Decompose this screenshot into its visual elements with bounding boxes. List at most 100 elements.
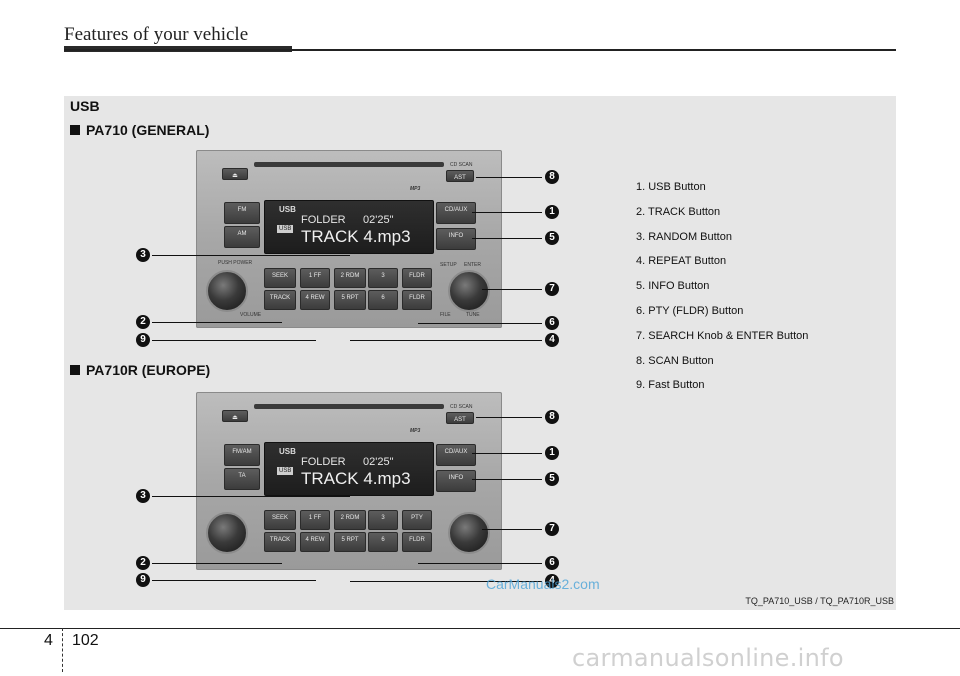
leader-line-3 <box>152 255 350 256</box>
preset-6-button[interactable]: 6 <box>368 532 398 552</box>
preset-3-button[interactable]: 3 <box>368 268 398 288</box>
info-button[interactable]: INFO <box>436 470 476 492</box>
section-title: USB <box>70 98 100 114</box>
eject-button[interactable]: ⏏ <box>222 168 248 180</box>
leader-line-7 <box>482 289 542 290</box>
preset-6-button[interactable]: 6 <box>368 290 398 310</box>
ast-button[interactable]: AST <box>446 170 474 182</box>
search-knob[interactable] <box>448 512 490 554</box>
seek-button[interactable]: SEEK <box>264 268 296 288</box>
mp3-label: MP3 <box>410 186 421 192</box>
bullet-square-icon <box>70 365 80 375</box>
watermark: CarManuals2.com <box>486 576 600 592</box>
leader-line-7 <box>482 529 542 530</box>
radio-unit-general: ⏏ CD SCAN AST MP3 FM AM USB USB FOLDER 0… <box>196 150 502 328</box>
callout-3: 3 <box>136 248 150 262</box>
callout-5: 5 <box>545 231 559 245</box>
ta-button[interactable]: TA <box>224 468 260 490</box>
rew-button[interactable]: 4 REW <box>300 290 330 310</box>
leader-line-2 <box>152 563 282 564</box>
leader-line-2 <box>152 322 282 323</box>
fldr-up-button[interactable]: FLDR <box>402 268 432 288</box>
rew-button[interactable]: 4 REW <box>300 532 330 552</box>
leader-line-6 <box>418 323 542 324</box>
leader-line-5 <box>472 238 542 239</box>
callout-8: 8 <box>545 170 559 184</box>
cd-scan-label: CD SCAN <box>450 162 473 168</box>
push-power-label: PUSH POWER <box>218 260 253 266</box>
rdm-button[interactable]: 2 RDM <box>334 510 366 530</box>
leader-line-6 <box>418 563 542 564</box>
footer-divider <box>62 628 63 672</box>
search-knob[interactable] <box>448 270 490 312</box>
fm-am-button[interactable]: FM/AM <box>224 444 260 466</box>
header-rule <box>64 49 896 51</box>
bullet-square-icon <box>70 125 80 135</box>
rpt-button[interactable]: 5 RPT <box>334 290 366 310</box>
leader-line-4 <box>350 581 542 582</box>
seek-button[interactable]: SEEK <box>264 510 296 530</box>
legend-item: 1. USB Button <box>636 181 706 193</box>
am-button[interactable]: AM <box>224 226 260 248</box>
cd-slot <box>254 162 444 167</box>
page-number: 102 <box>72 632 99 649</box>
cd-slot <box>254 404 444 409</box>
legend-item: 6. PTY (FLDR) Button <box>636 304 744 317</box>
callout-7: 7 <box>545 282 559 296</box>
callout-4: 4 <box>545 333 559 347</box>
button-legend: 1. USB Button 2. TRACK Button 3. RANDOM … <box>636 181 808 404</box>
page-header-title: Features of your vehicle <box>64 24 249 45</box>
leader-line-1 <box>472 212 542 213</box>
callout-2: 2 <box>136 556 150 570</box>
leader-line-9 <box>152 580 316 581</box>
rdm-button[interactable]: 2 RDM <box>334 268 366 288</box>
info-button[interactable]: INFO <box>436 228 476 250</box>
ast-button[interactable]: AST <box>446 412 474 424</box>
fm-button[interactable]: FM <box>224 202 260 224</box>
figure-caption: TQ_PA710_USB / TQ_PA710R_USB <box>745 596 894 606</box>
volume-label: VOLUME <box>240 312 262 318</box>
fldr-down-button[interactable]: FLDR <box>402 290 432 310</box>
lcd-folder: FOLDER <box>301 456 346 468</box>
chapter-number: 4 <box>44 632 53 649</box>
volume-knob[interactable] <box>206 512 248 554</box>
callout-8: 8 <box>545 410 559 424</box>
leader-line-4 <box>350 340 542 341</box>
callout-4: 4 <box>545 574 559 588</box>
lcd-folder: FOLDER <box>301 214 346 226</box>
track-button[interactable]: TRACK <box>264 532 296 552</box>
model-title-europe: PA710R (EUROPE) <box>70 362 210 378</box>
model-title-general: PA710 (GENERAL) <box>70 122 209 138</box>
legend-item: 8. SCAN Button <box>636 354 714 367</box>
lcd-usb-badge: USB <box>277 225 294 233</box>
lcd-display: USB USB FOLDER 02'25" TRACK 4.mp3 <box>264 442 434 496</box>
legend-item: 7. SEARCH Knob & ENTER Button <box>636 329 809 342</box>
track-button[interactable]: TRACK <box>264 290 296 310</box>
legend-item: 5. INFO Button <box>636 280 710 293</box>
cd-aux-button[interactable]: CD/AUX <box>436 202 476 224</box>
tune-label: TUNE <box>466 312 480 318</box>
leader-line-8 <box>476 177 542 178</box>
enter-label: ENTER <box>464 262 481 268</box>
rpt-button[interactable]: 5 RPT <box>334 532 366 552</box>
callout-3: 3 <box>136 489 150 503</box>
leader-line-8 <box>476 417 542 418</box>
leader-line-5 <box>472 479 542 480</box>
file-label: FILE <box>440 312 451 318</box>
leader-line-1 <box>472 453 542 454</box>
fldr-button[interactable]: FLDR <box>402 532 432 552</box>
cd-aux-button[interactable]: CD/AUX <box>436 444 476 466</box>
callout-9: 9 <box>136 573 150 587</box>
volume-knob[interactable] <box>206 270 248 312</box>
callout-2: 2 <box>136 315 150 329</box>
leader-line-3 <box>152 496 350 497</box>
eject-button[interactable]: ⏏ <box>222 410 248 422</box>
legend-item: 2. TRACK Button <box>636 205 721 218</box>
pty-button[interactable]: PTY <box>402 510 432 530</box>
preset-3-button[interactable]: 3 <box>368 510 398 530</box>
legend-item: 3. RANDOM Button <box>636 230 732 243</box>
ff-button[interactable]: 1 FF <box>300 510 330 530</box>
model-title-text: PA710R (EUROPE) <box>86 362 211 378</box>
site-watermark: carmanualsonline.info <box>572 644 844 672</box>
ff-button[interactable]: 1 FF <box>300 268 330 288</box>
